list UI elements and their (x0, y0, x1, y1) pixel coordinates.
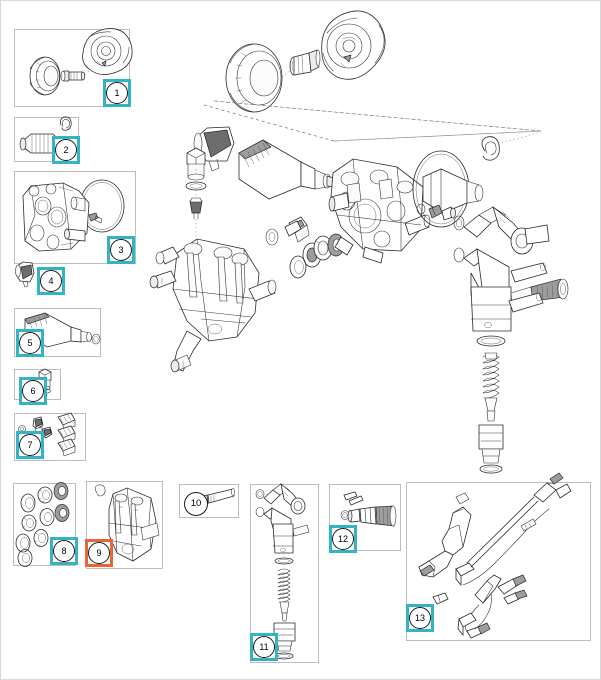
assembly-hexnut-stack (185, 147, 207, 241)
part-panel-12 (329, 484, 401, 551)
callout-number-4: 4 (40, 270, 62, 292)
main-assembly-drawing (149, 10, 569, 474)
assembly-unloader-body (453, 205, 569, 474)
callout-badge-6[interactable]: 6 (19, 377, 47, 405)
assembly-coupling (422, 168, 484, 214)
callout-badge-13[interactable]: 13 (406, 604, 434, 632)
assembly-bearing (225, 43, 283, 113)
callout-badge-11[interactable]: 11 (250, 633, 278, 661)
part-panel-7 (14, 413, 86, 461)
part-3-drawing (22, 179, 125, 252)
callout-number-5: 5 (19, 332, 41, 354)
callout-badge-10[interactable]: 10 (182, 490, 210, 518)
part-panel-11 (250, 484, 319, 663)
callout-number-10: 10 (184, 492, 208, 516)
callout-badge-8[interactable]: 8 (50, 537, 78, 565)
callout-number-9: 9 (88, 542, 110, 564)
callout-number-2: 2 (55, 139, 77, 161)
callout-number-1: 1 (106, 82, 128, 104)
part-4-drawing (15, 261, 35, 288)
assembly-shaft-key (289, 49, 321, 76)
part-12-drawing (340, 491, 397, 527)
callout-badge-2[interactable]: 2 (52, 136, 80, 164)
assembly-small-fittings (416, 203, 456, 221)
callout-number-8: 8 (53, 540, 75, 562)
callout-badge-7[interactable]: 7 (16, 431, 44, 459)
callout-badge-9[interactable]: 9 (85, 539, 113, 567)
part-11-drawing (255, 482, 310, 660)
part-panel-3 (14, 171, 136, 264)
callout-badge-5[interactable]: 5 (16, 329, 44, 357)
callout-badge-4[interactable]: 4 (37, 267, 65, 295)
part-panel-8 (13, 483, 76, 566)
callout-number-11: 11 (253, 636, 275, 658)
part-panel-9 (86, 481, 163, 569)
callout-number-7: 7 (19, 434, 41, 456)
callout-number-3: 3 (110, 239, 132, 261)
callout-number-13: 13 (409, 607, 431, 629)
callout-badge-12[interactable]: 12 (329, 525, 357, 553)
part-panel-13 (406, 482, 591, 641)
part-9-drawing (94, 484, 160, 562)
part-panel-1 (14, 29, 130, 107)
assembly-crankcase (149, 238, 277, 373)
assembly-lower-center-parts (265, 220, 302, 246)
part-panel-10 (179, 484, 239, 518)
callout-badge-3[interactable]: 3 (107, 236, 135, 264)
assembly-wobble-plate (321, 10, 386, 80)
part-panel-5 (14, 308, 101, 357)
part-13-drawing (418, 472, 572, 639)
callout-badge-1[interactable]: 1 (103, 79, 131, 107)
assembly-manifold-head (328, 158, 431, 264)
callout-number-12: 12 (332, 528, 354, 550)
callout-number-6: 6 (22, 380, 44, 402)
part-1-drawing (29, 28, 133, 96)
part-8-drawing (15, 482, 70, 567)
